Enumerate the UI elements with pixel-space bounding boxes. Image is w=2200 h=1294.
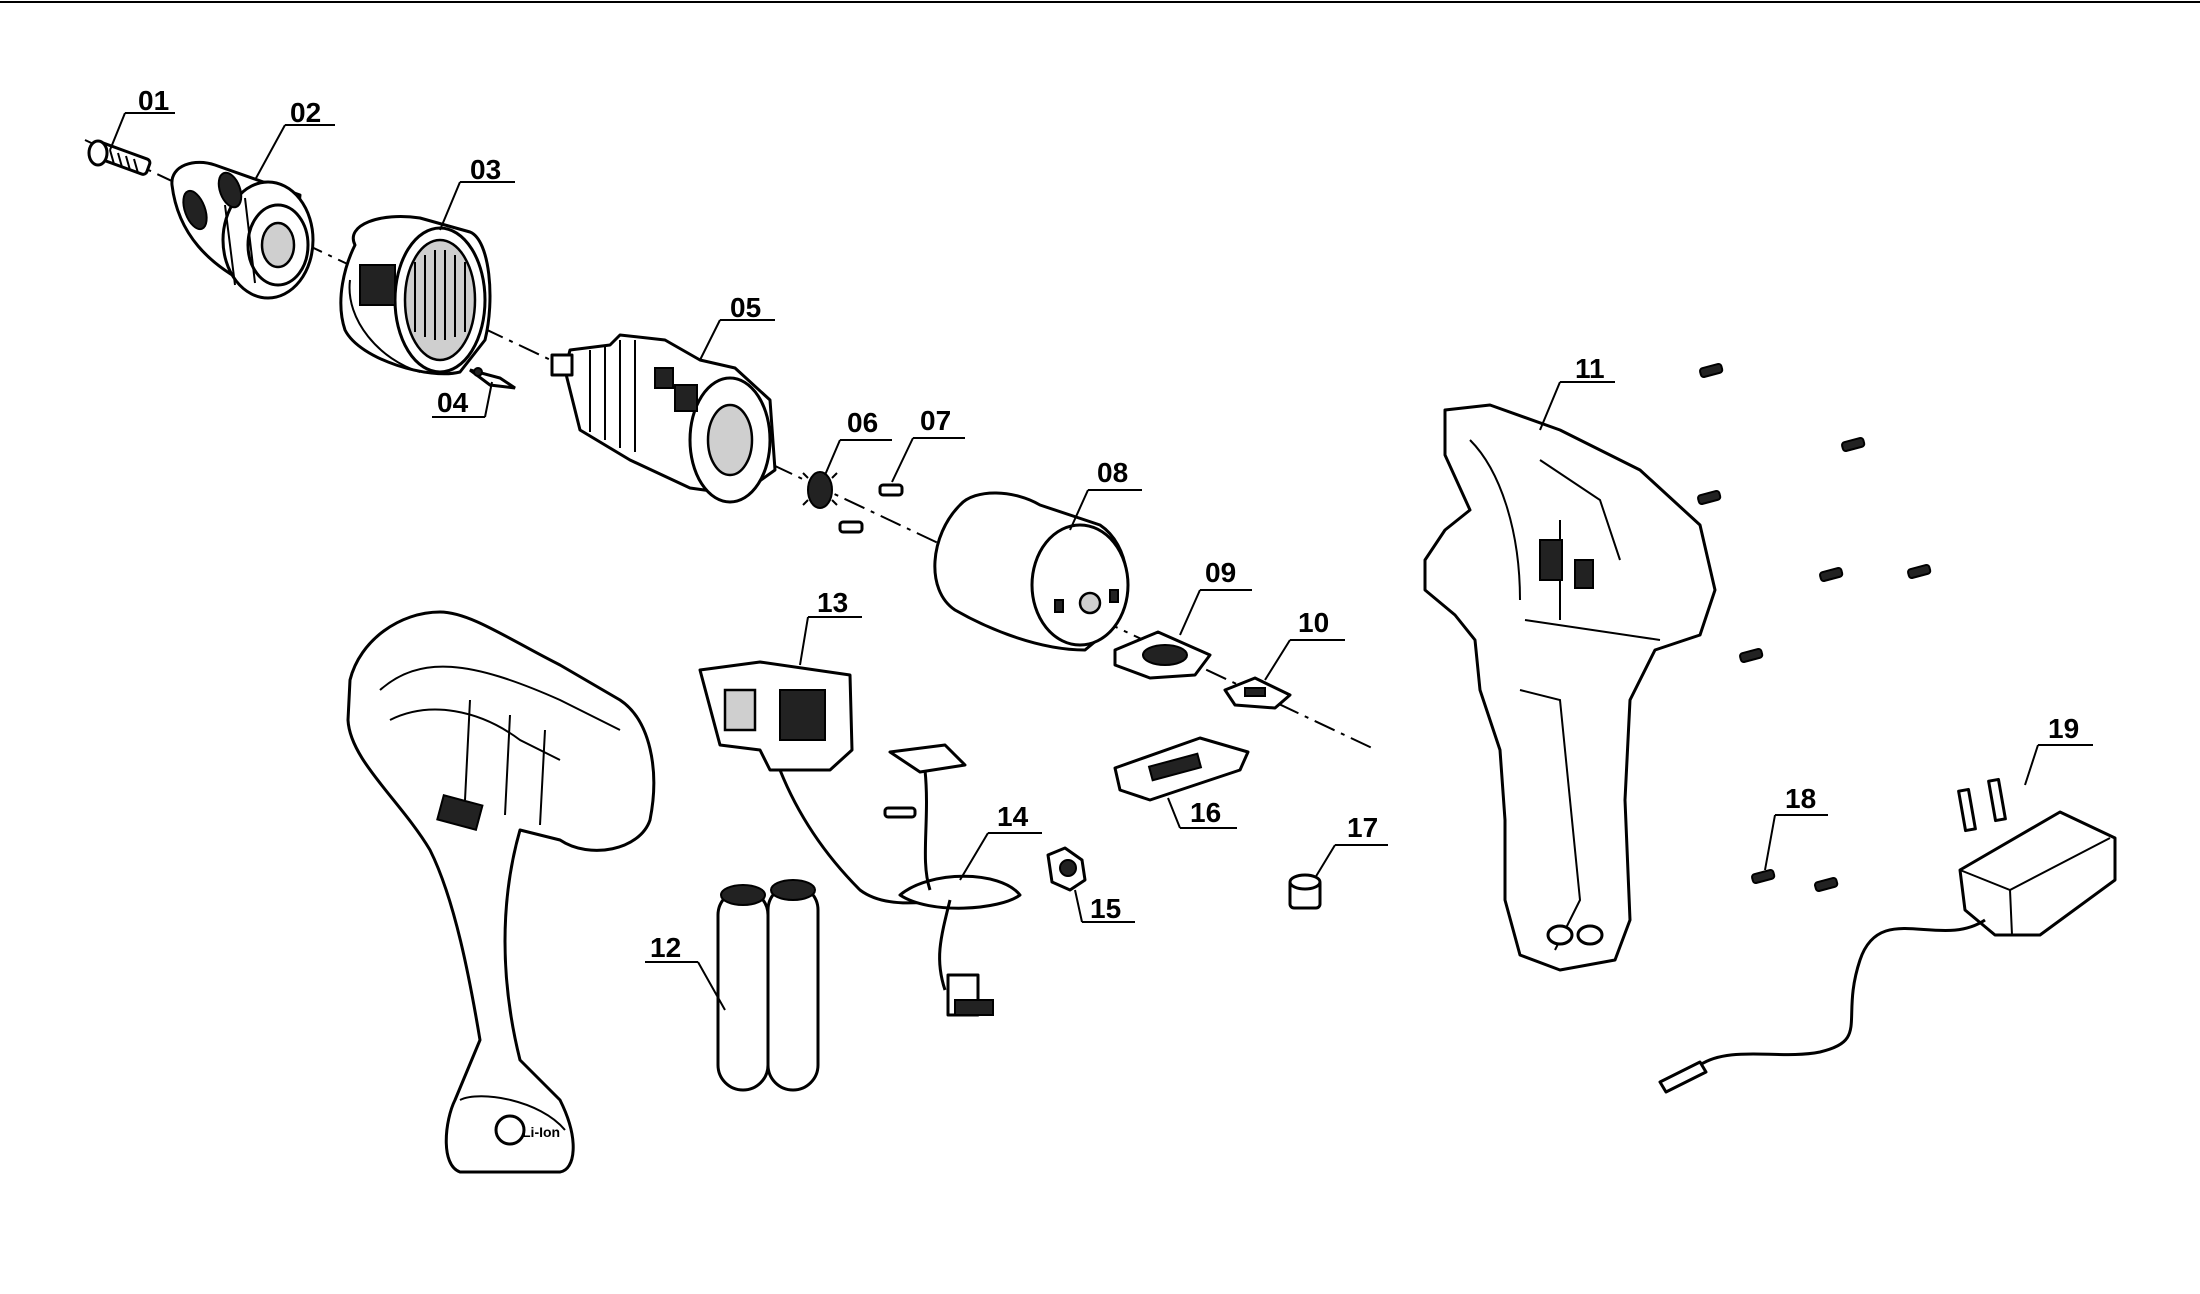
label-04: 04 [437,387,469,418]
part-15-direction-knob [1046,846,1087,892]
label-12: 12 [650,932,681,963]
label-01: 01 [138,85,169,116]
label-05: 05 [730,292,761,323]
part-06-pinion-gear [802,471,838,509]
housing-left-half: Li-Ion [346,610,656,1174]
part-12-battery-pack [716,879,820,1092]
label-08: 08 [1097,457,1128,488]
label-19: 19 [2048,713,2079,744]
part-18-screws [1751,868,1839,893]
part-03-gear-housing [339,215,492,376]
part-07-screws [838,483,904,534]
label-15: 15 [1090,893,1121,924]
housing-screws [1697,362,1932,664]
label-09: 09 [1205,557,1236,588]
part-10-contact-plate [1223,676,1292,710]
label-16: 16 [1190,797,1221,828]
label-14: 14 [997,801,1029,832]
label-17: 17 [1347,812,1378,843]
part-labels: 01 02 03 04 05 06 07 08 09 10 11 12 13 1… [138,85,2079,963]
part-13-switch [698,660,941,905]
label-11: 11 [1575,353,1605,384]
label-07: 07 [920,405,951,436]
part-14-pcb-cable [883,743,1022,1017]
label-02: 02 [290,97,321,128]
logo-text: Li-Ion [522,1124,560,1140]
part-16-slide-plate [1113,736,1250,802]
part-17-bushing [1288,873,1322,910]
part-04-spring-clip [469,367,516,390]
label-18: 18 [1785,783,1816,814]
label-06: 06 [847,407,878,438]
label-10: 10 [1298,607,1329,638]
part-01-screw [87,139,152,176]
leader-lines [109,112,2093,1011]
part-19-charger [1658,777,2117,1094]
label-13: 13 [817,587,848,618]
part-02-chuck [170,160,315,300]
part-11-housing-half [1423,403,1717,972]
part-09-motor-plate [1113,630,1212,680]
part-08-motor [933,491,1130,652]
part-05-gearbox [550,333,777,504]
label-03: 03 [470,154,501,185]
